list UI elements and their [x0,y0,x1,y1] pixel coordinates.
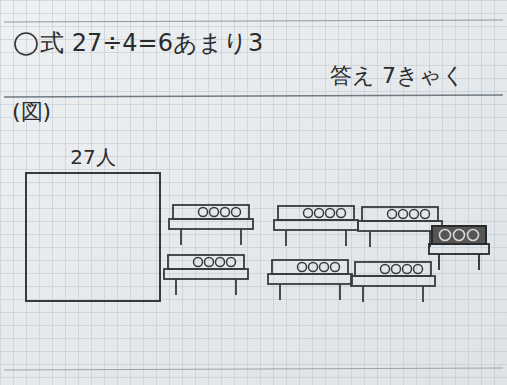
circle-mark [15,33,37,55]
figure-label: (図) [12,100,51,124]
bench [268,260,352,300]
bench [169,205,253,245]
bench [358,207,442,247]
bench [164,255,248,295]
group-box: 27人 [25,146,161,302]
equation: 式 27÷4=6あまり3 [40,30,263,56]
bench [351,262,435,302]
ruled-line [4,20,503,22]
answer: 答え 7きゃく [330,64,465,88]
bench [274,206,358,246]
box-heading: 27人 [25,146,161,172]
last-bench [429,226,489,270]
ruled-line [4,368,503,370]
box-outline [25,172,161,302]
ruled-line [4,95,503,97]
